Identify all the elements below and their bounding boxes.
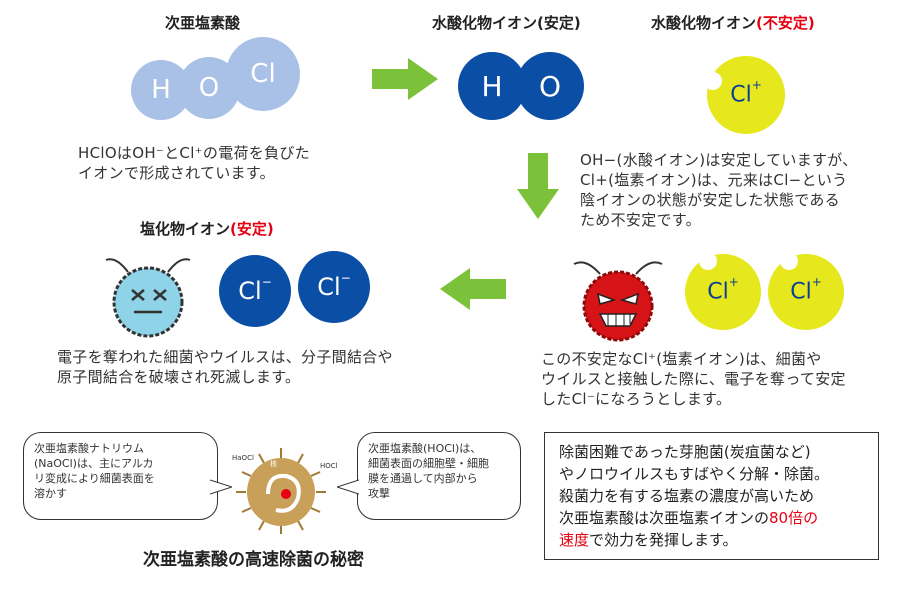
atom-h-dark: H — [458, 52, 526, 120]
info-line4-main: 次亜塩素酸は次亜塩素イオンの — [559, 509, 770, 527]
hocl-speech-bubble: 次亜塩素酸(HOCl)は、 細菌表面の細胞壁・細胞 膜を通過して内部から 攻撃 — [357, 432, 521, 520]
nucleus-label: 核 — [270, 460, 277, 468]
dead-germ-icon — [105, 258, 191, 338]
hydroxide-o-label: O — [538, 69, 562, 103]
chloride-ion-1: Cl− — [219, 255, 291, 327]
chloride-title-red: (安定) — [230, 220, 274, 238]
hclo-desc-line2: イオンで形成されています。 — [78, 164, 275, 182]
attack-line3: したCl⁻になろうとします。 — [541, 390, 732, 408]
unstable-title-red: (不安定) — [756, 14, 815, 32]
dead-line2: 原子間結合を破壊され死滅します。 — [57, 368, 301, 386]
explain-line3: 陰イオンの状態が安定した状態である — [580, 191, 840, 209]
diagram-caption: 次亜塩素酸の高速除菌の秘密 — [143, 550, 364, 570]
stability-explanation: OH−(水酸イオン)は安定していますが、 Cl+(塩素イオン)は、元来はCl−と… — [580, 150, 858, 230]
explain-line4: ため不安定です。 — [580, 211, 701, 229]
info-box: 除菌困難であった芽胞菌(炭疽菌など) やノロウイルスもすばやく分解・除菌。 殺菌… — [544, 432, 879, 560]
info-line5-highlight: 速度 — [559, 531, 590, 549]
info-line3: 殺菌力を有する塩素の濃度が高いため — [559, 487, 815, 505]
atom-cl-label: Cl — [250, 59, 276, 89]
chlorine-cation-2: Cl+ — [768, 254, 844, 330]
bubble-right-line3: 膜を通過して内部から — [368, 472, 478, 485]
missing-electron-notch-2 — [780, 252, 798, 270]
chlorine-cation-top: Cl+ — [707, 56, 785, 134]
missing-electron-notch — [704, 72, 722, 90]
chlorine-cation-1-label: Cl+ — [707, 275, 739, 305]
atom-o-dark: O — [516, 52, 584, 120]
bubble-right-line2: 細菌表面の細胞壁・細胞 — [368, 457, 489, 470]
bubble-right-line1: 次亜塩素酸(HOCl)は、 — [368, 442, 482, 455]
naocl-label: HaOCl — [232, 454, 254, 462]
atom-h-label: H — [151, 75, 171, 105]
info-line5: 速度で効力を発揮します。 — [559, 529, 864, 551]
attack-explanation: この不安定なCl⁺(塩素イオン)は、細菌や ウイルスと接触した際に、電子を奪って… — [541, 349, 846, 409]
attack-line1: この不安定なCl⁺(塩素イオン)は、細菌や — [541, 350, 822, 368]
unstable-title: 水酸化物イオン(不安定) — [651, 12, 815, 33]
hclo-desc-line1: HClOはOH⁻とCl⁺の電荷を負びた — [78, 144, 310, 162]
hydroxide-h-label: H — [481, 69, 503, 103]
chlorine-cation-1: Cl+ — [685, 254, 761, 330]
info-line4-highlight: 80倍の — [769, 509, 819, 527]
arrow-down-icon — [517, 153, 559, 219]
hclo-description: HClOはOH⁻とCl⁺の電荷を負びた イオンで形成されています。 — [78, 143, 310, 183]
bubble-left-tail — [210, 479, 232, 495]
hclo-title: 次亜塩素酸 — [165, 14, 241, 32]
angry-germ-icon — [573, 261, 663, 342]
info-line5-main: で効力を発揮します。 — [589, 531, 738, 549]
attack-line2: ウイルスと接触した際に、電子を奪って安定 — [541, 370, 846, 388]
chlorine-cation-top-label: Cl+ — [730, 78, 762, 108]
hocl-label: HOCl — [320, 462, 338, 470]
chloride-ion-1-label: Cl− — [238, 275, 272, 305]
chloride-title: 塩化物イオン(安定) — [140, 218, 274, 239]
atom-o-label: O — [198, 73, 220, 103]
death-explanation: 電子を奪われた細菌やウイルスは、分子間結合や 原子間結合を破壊され死滅します。 — [57, 347, 393, 387]
naocl-speech-bubble: 次亜塩素酸ナトリウム (NaOCl)は、主にアルカ リ変成により細菌表面を 溶か… — [23, 432, 218, 520]
bubble-left-line3: リ変成により細菌表面を — [34, 472, 155, 485]
chloride-ion-2-label: Cl− — [317, 271, 351, 301]
atom-cl-light: Cl — [226, 37, 300, 111]
chloride-title-main: 塩化物イオン — [140, 220, 231, 238]
bubble-left-line1: 次亜塩素酸ナトリウム — [34, 442, 144, 455]
explain-line1: OH−(水酸イオン)は安定していますが、 — [580, 151, 858, 169]
bubble-left-line2: (NaOCl)は、主にアルカ — [34, 457, 154, 470]
bacterium-cell-icon — [236, 448, 326, 534]
unstable-title-main: 水酸化物イオン — [651, 14, 757, 32]
explain-line2: Cl+(塩素イオン)は、元来はCl−という — [580, 171, 848, 189]
bubble-right-line4: 攻撃 — [368, 487, 390, 500]
chloride-ion-2: Cl− — [298, 251, 370, 323]
bubble-left-line4: 溶かす — [34, 487, 67, 500]
arrow-left-icon — [440, 268, 506, 310]
info-line1: 除菌困難であった芽胞菌(炭疽菌など) — [559, 443, 811, 461]
info-line4: 次亜塩素酸は次亜塩素イオンの80倍の — [559, 507, 864, 529]
hydroxide-title: 水酸化物イオン(安定) — [432, 14, 581, 32]
info-line2: やノロウイルスもすばやく分解・除菌。 — [559, 465, 830, 483]
chlorine-cation-2-label: Cl+ — [790, 275, 822, 305]
bubble-right-tail — [337, 479, 359, 495]
missing-electron-notch-1 — [699, 252, 717, 270]
dead-line1: 電子を奪われた細菌やウイルスは、分子間結合や — [57, 348, 393, 366]
arrow-right-icon — [372, 58, 438, 100]
